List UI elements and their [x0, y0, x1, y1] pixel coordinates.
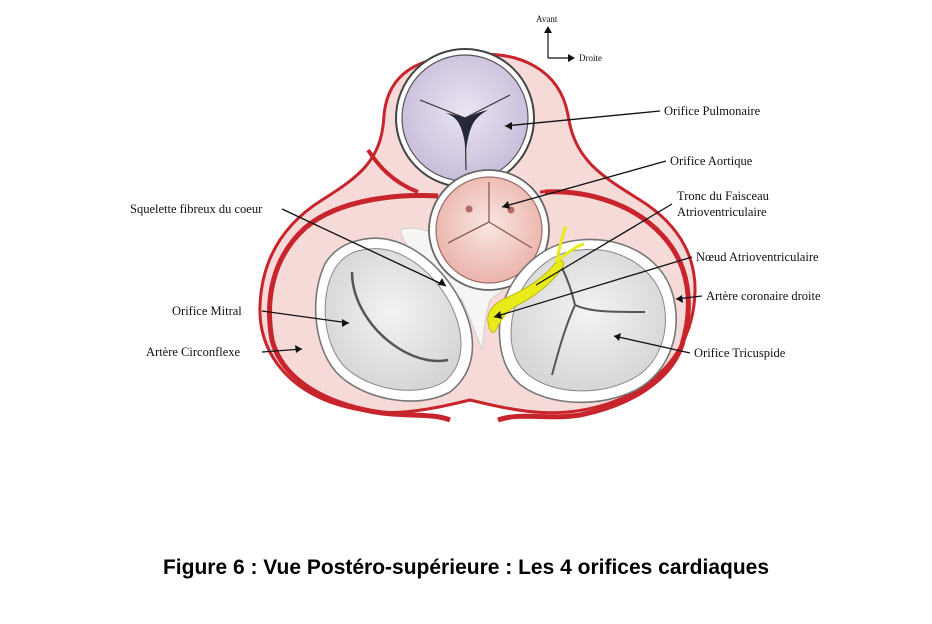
- coronary-branch-left: [366, 148, 419, 194]
- label-av-node: Nœud Atrioventriculaire: [696, 250, 819, 264]
- label-pulmonary-orifice: Orifice Pulmonaire: [664, 104, 761, 118]
- orientation-marker: Avant Droite: [536, 14, 602, 63]
- coronary-branch-right: [539, 189, 597, 199]
- label-circumflex-artery: Artère Circonflexe: [146, 345, 241, 359]
- circumflex-artery: [267, 193, 451, 423]
- av-bundle-trunk: [554, 225, 585, 264]
- label-mitral-orifice: Orifice Mitral: [172, 304, 242, 318]
- atrioventricular-node: [487, 260, 564, 333]
- tricuspid-valve: [498, 238, 678, 404]
- label-aortic-orifice: Orifice Aortique: [670, 154, 753, 168]
- leader-lines: [261, 110, 703, 354]
- orientation-forward-label: Avant: [536, 14, 558, 24]
- figure-caption: Figure 6 : Vue Postéro-supérieure : Les …: [162, 556, 770, 579]
- label-bundle-line1: Tronc du Faisceau: [677, 189, 770, 203]
- label-tricuspid-orifice: Orifice Tricuspide: [694, 346, 786, 360]
- orientation-right-label: Droite: [579, 53, 602, 63]
- mitral-valve: [314, 237, 474, 402]
- pulmonary-valve: [395, 48, 535, 188]
- label-bundle-line2: Atrioventriculaire: [677, 205, 767, 219]
- right-coronary-artery: [497, 189, 691, 423]
- label-right-coronary-artery: Artère coronaire droite: [706, 289, 821, 303]
- label-fibrous-skeleton: Squelette fibreux du coeur: [130, 202, 263, 216]
